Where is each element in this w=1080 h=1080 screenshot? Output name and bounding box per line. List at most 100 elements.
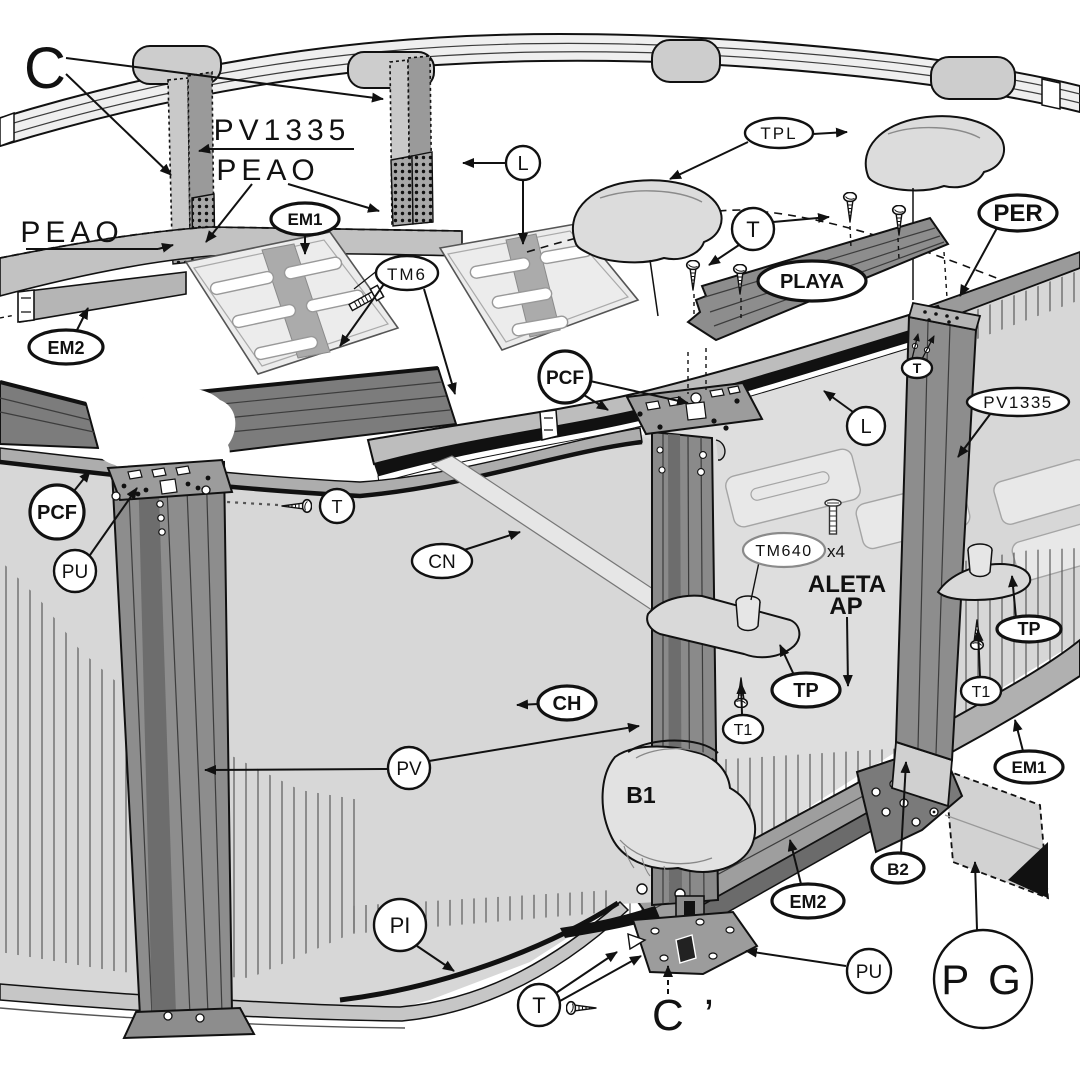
svg-text:EM2: EM2 [47,338,84,358]
aleta-wing-left [646,594,801,659]
screw-path-dotted [226,500,279,507]
callout-tp-left: TP [770,671,842,709]
screw-icon [685,260,701,291]
svg-text:PI: PI [390,913,411,938]
tpl-cap-left [571,179,723,264]
callout-tpl: TPL [743,116,815,150]
em1-top-rail [0,226,463,297]
svg-text:T: T [332,497,343,517]
svg-text:TP: TP [1017,619,1040,639]
callout-pu-bottom: PU [845,947,893,995]
svg-text:PV1335: PV1335 [983,393,1053,412]
screw-icon [842,192,858,223]
svg-text:EM1: EM1 [288,210,323,229]
post-base-hole [636,883,648,895]
svg-text:PV1335: PV1335 [214,114,351,147]
label-peao-left: PEAO [20,216,123,249]
top-post-right [389,55,434,227]
callout-pi: PI [372,897,428,953]
tpl-cap-right [864,115,1005,192]
callout-playa: PLAYA [756,259,868,303]
tm640-bolt-icon [824,498,842,535]
svg-text:PER: PER [993,200,1042,227]
handrail-open-end-left [0,111,15,147]
svg-text:PCF: PCF [37,502,77,524]
callout-t-post: T [900,356,934,380]
callout-em2-bottom: EM2 [770,882,846,920]
svg-text:PU: PU [856,962,882,983]
callout-pg: P G [932,928,1034,1030]
svg-text:PV: PV [396,759,422,780]
callout-em2-left: EM2 [27,328,105,366]
svg-text:PU: PU [62,562,88,583]
handrail-open-end-right [1041,78,1061,110]
callout-t1-left: T1 [721,713,765,745]
pu-plate-bottom [560,895,759,976]
svg-text:TPL: TPL [760,124,797,143]
pg-channel [943,768,1050,900]
callout-tp-right: TP [995,614,1063,644]
aleta-wing-right [936,543,1032,602]
callout-pcf-mid: PCF [537,349,593,405]
playa-screws [685,192,948,320]
svg-text:PCF: PCF [546,368,584,389]
svg-text:EM1: EM1 [1012,758,1047,777]
svg-text:T: T [532,993,545,1018]
svg-text:PLAYA: PLAYA [780,271,844,293]
right-post [891,301,982,808]
callout-t-bottom: T [516,982,562,1028]
callout-t-left: T [318,487,356,525]
svg-text:T: T [746,217,759,242]
callout-em1-bottom: EM1 [993,749,1065,785]
svg-text:ALETA: ALETA [808,571,886,598]
label-x4: x4 [827,542,845,561]
svg-text:CN: CN [428,552,455,573]
callout-t1-right: T1 [959,675,1003,707]
callout-tm640: TM640 x4 [741,531,845,569]
label-peao-mid: PEAO [216,154,319,187]
left-post-foot [122,1006,256,1040]
callout-pv1335-top: PV1335 [214,114,351,147]
callout-pcf-left: PCF [28,483,86,541]
right-post-top-plate [907,301,982,332]
callout-l-top: L [504,144,542,182]
label-c-prime: C ’ [652,991,718,1040]
callout-cn: CN [410,542,474,580]
label-c: C [24,36,66,101]
left-post [106,458,256,1040]
cap-drop-line-left [649,259,659,317]
svg-text:TP: TP [793,680,819,702]
callout-b2: B2 [870,851,926,885]
callout-pu-left: PU [52,548,98,594]
b1-cover [601,739,756,883]
callout-ch: CH [536,684,598,722]
callout-l-mid: L [845,405,887,447]
svg-text:TM640: TM640 [755,543,812,560]
em2-left-rail [0,271,187,323]
highlight-cloud [99,387,236,475]
svg-text:T1: T1 [972,684,991,701]
leader-lines [26,57,1024,1002]
svg-text:T1: T1 [734,722,753,739]
svg-text:L: L [860,416,871,438]
svg-text:T: T [913,360,922,376]
svg-text:EM2: EM2 [789,892,826,912]
svg-text:CH: CH [553,693,582,715]
callout-pv: PV [386,745,432,791]
screw-icon [566,1000,597,1016]
label-b1: B1 [626,782,656,808]
callouts: C PV1335 PEAO PEAO EM1 TM6 L TPL T PLAYA [20,36,1071,1040]
wall-panel-right [438,223,640,351]
callout-em1-top: EM1 [269,201,341,237]
callout-pv1335-right: PV1335 [965,386,1071,418]
svg-text:TM6: TM6 [387,265,427,284]
callout-tm6: TM6 [374,254,440,292]
callout-per: PER [977,193,1059,233]
svg-text:AP: AP [829,593,862,620]
svg-text:B2: B2 [887,860,909,879]
svg-text:L: L [517,153,528,175]
callout-t-top: T [730,206,776,252]
svg-text:P G: P G [941,956,1025,1003]
